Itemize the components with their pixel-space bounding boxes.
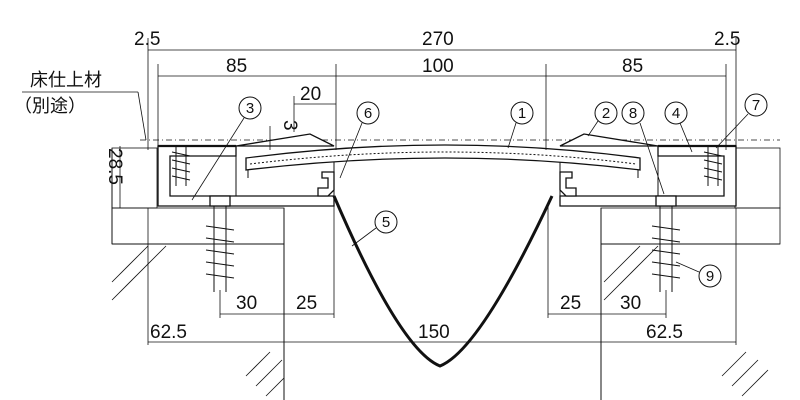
- left-anchor-bolt: [205, 195, 235, 292]
- part-callout-8: 8: [621, 101, 665, 195]
- dim-slope-width: 20: [300, 84, 321, 105]
- dim-top-right-margin: 2.5: [714, 29, 740, 50]
- floor-finish-note: （別途）: [14, 96, 86, 117]
- dim-center-cover: 100: [422, 56, 454, 77]
- svg-text:2: 2: [602, 105, 610, 122]
- part-callout-1: 1: [507, 101, 534, 149]
- dim-left-gap: 25: [296, 293, 317, 314]
- center-cover-plate: [245, 144, 641, 178]
- part-callout-5: 5: [351, 210, 398, 247]
- part-callout-6: 6: [339, 101, 380, 179]
- dim-bottom-left: 62.5: [150, 322, 187, 343]
- svg-text:5: 5: [382, 214, 390, 231]
- dim-right-flange: 85: [622, 56, 643, 77]
- part-callout-3: 3: [191, 96, 262, 201]
- dim-overall-width: 270: [422, 29, 454, 50]
- svg-text:4: 4: [672, 105, 680, 122]
- left-screw-top: [171, 146, 191, 186]
- dim-bottom-center: 150: [418, 322, 450, 343]
- part-callout-9: 9: [675, 261, 722, 288]
- svg-text:7: 7: [752, 97, 760, 114]
- dim-top-left-margin: 2.5: [134, 29, 160, 50]
- right-clip: [559, 171, 577, 197]
- svg-text:6: 6: [364, 105, 372, 122]
- right-slope-piece: [559, 133, 659, 147]
- bottom-hatching: [245, 351, 769, 397]
- svg-text:1: 1: [518, 105, 526, 122]
- dimension-lines: [22, 38, 737, 345]
- part-callout-2: 2: [587, 101, 618, 137]
- rubber-waterproof-sheet: [332, 195, 554, 368]
- dim-right-gap: 25: [560, 293, 581, 314]
- svg-text:8: 8: [629, 105, 637, 122]
- dim-frame-height: 28.5: [104, 148, 125, 185]
- right-anchor-bolt: [651, 195, 681, 292]
- left-slab: [111, 147, 285, 400]
- floor-finish-label: 床仕上材: [30, 70, 102, 91]
- left-slope-piece: [235, 133, 335, 147]
- part-callout-7: 7: [715, 93, 768, 149]
- left-clip: [317, 171, 335, 197]
- dim-left-anchor-offset: 30: [236, 293, 257, 314]
- right-slab: [600, 147, 781, 400]
- part-callout-4: 4: [664, 101, 693, 153]
- dim-left-flange: 85: [226, 56, 247, 77]
- dim-right-anchor-offset: 30: [620, 293, 641, 314]
- dim-bottom-right: 62.5: [646, 322, 683, 343]
- svg-text:3: 3: [246, 100, 254, 117]
- dim-step-height: 3: [279, 120, 300, 131]
- right-screw-top: [703, 146, 723, 186]
- svg-text:9: 9: [706, 268, 714, 285]
